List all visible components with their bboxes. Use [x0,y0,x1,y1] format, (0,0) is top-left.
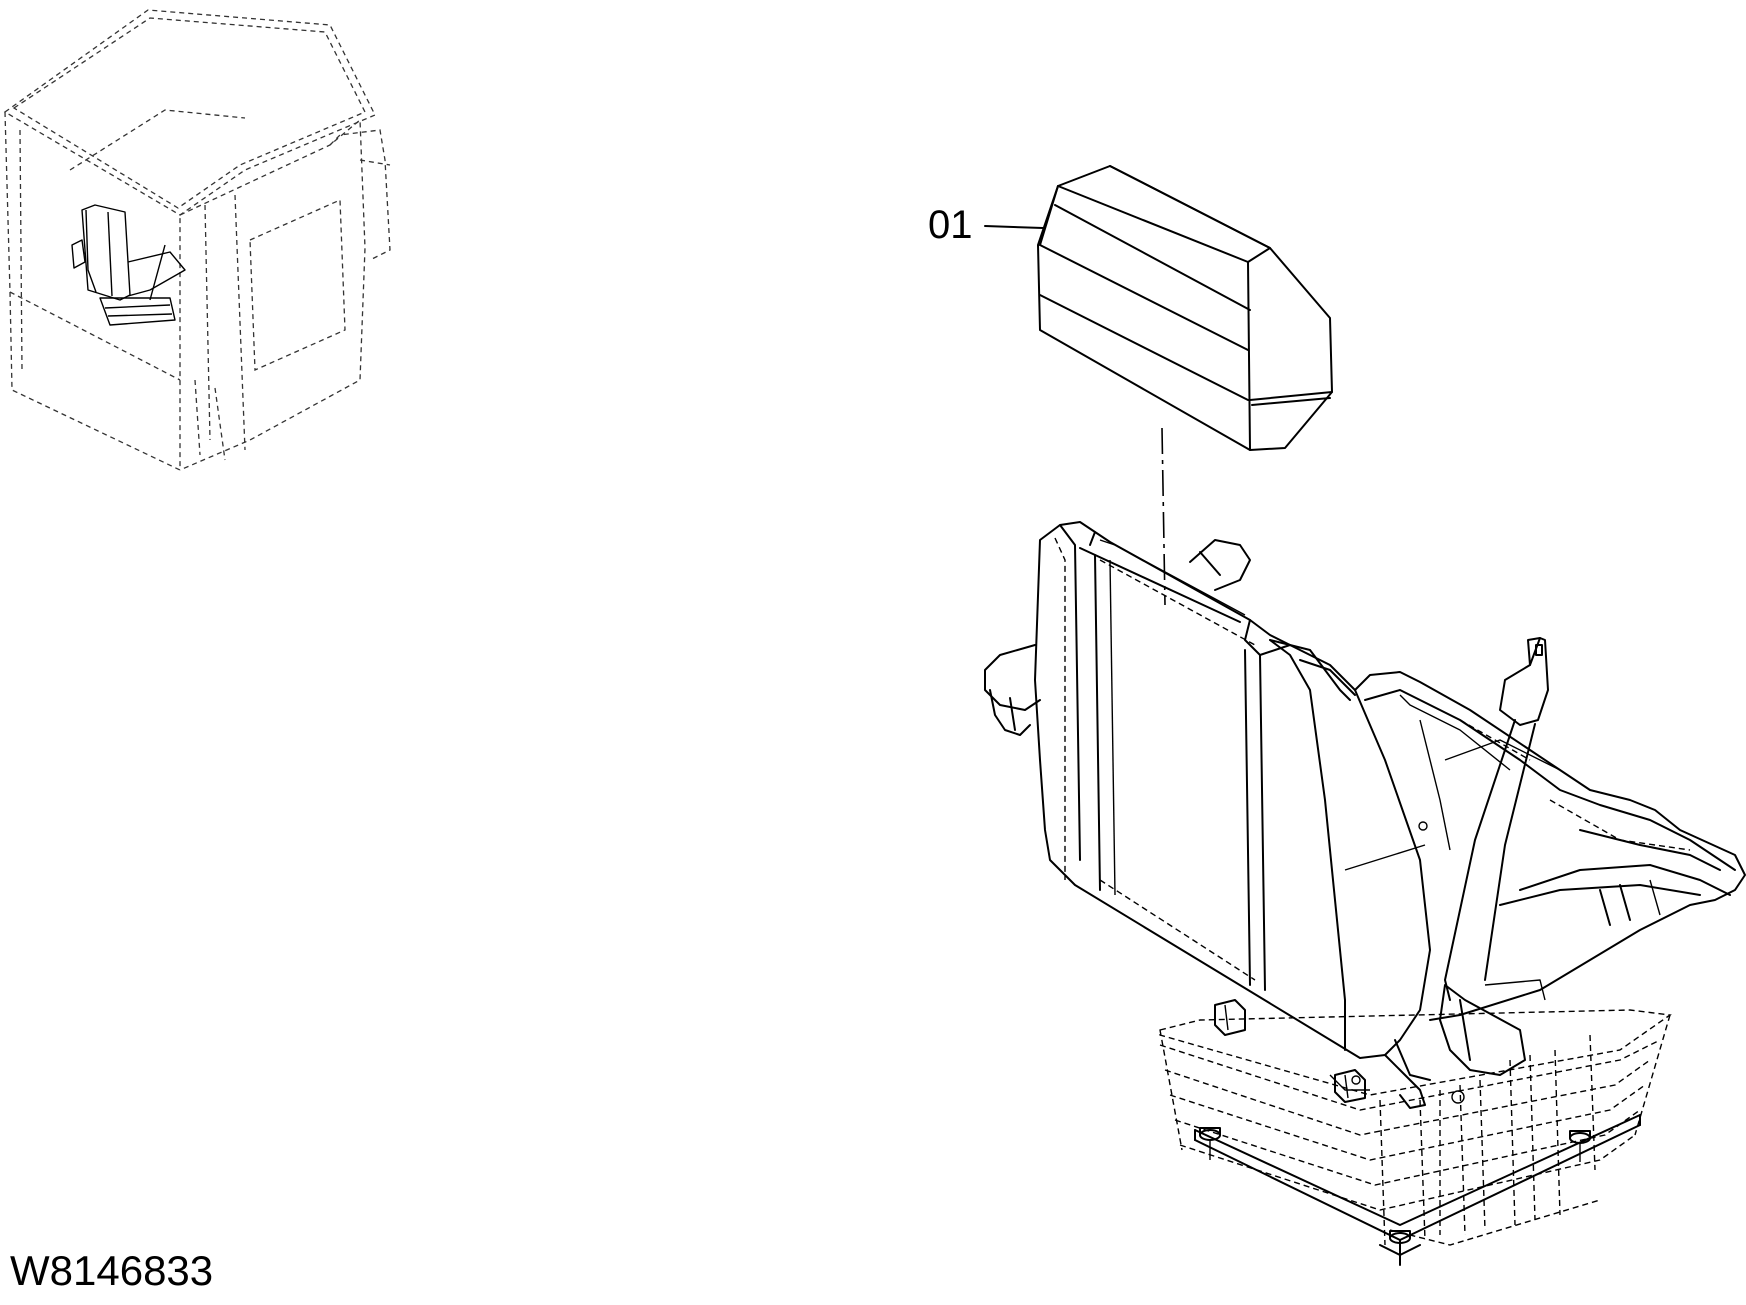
cab-locator-view [3,9,391,472]
callout-01: 01 [928,203,1044,247]
headrest-part-01 [1037,165,1333,451]
mount-bolt-icon [1389,1230,1411,1262]
seat-assembly [984,521,1746,1266]
seat-suspension-base [1159,999,1672,1266]
mount-bolt-icon [1569,1130,1591,1162]
drawing-number: W8146833 [10,1247,214,1294]
callout-leader-line [984,225,1044,229]
callout-label-01: 01 [928,203,973,247]
assembly-center-line [1161,427,1166,606]
seat-belt [1439,637,1549,1076]
mount-bolt-icon [1199,1127,1221,1160]
cab-seat-location-icon [71,204,186,326]
